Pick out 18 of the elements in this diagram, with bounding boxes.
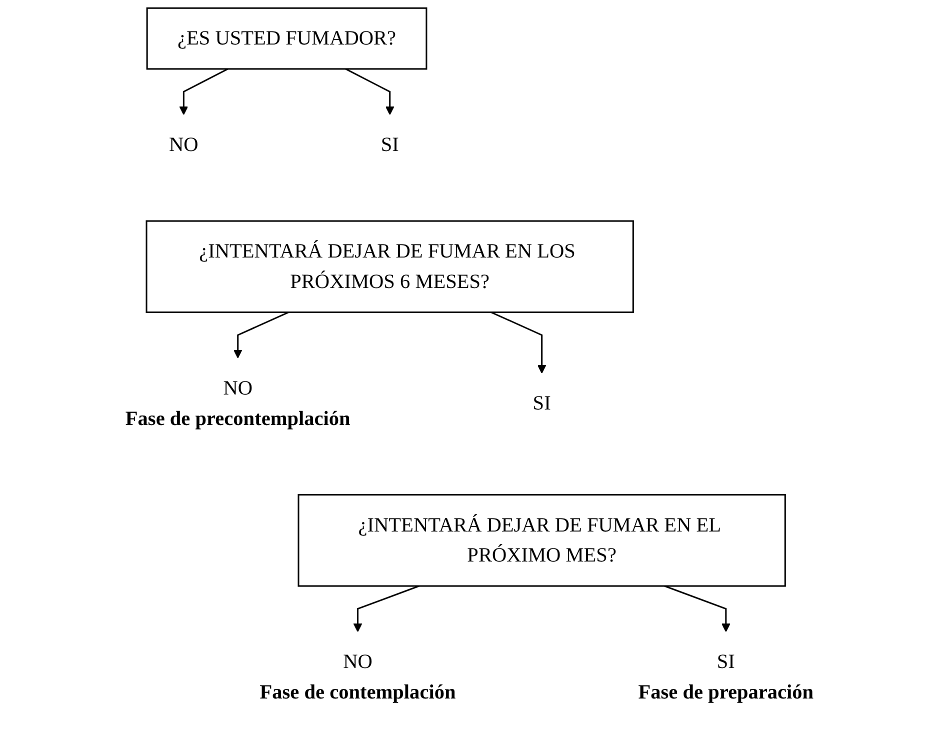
node-label: Fase de contemplación bbox=[260, 681, 456, 704]
node-box: ¿INTENTARÁ DEJAR DE FUMAR EN EL PRÓXIMO MES? bbox=[298, 494, 786, 587]
node-text: SI bbox=[532, 392, 551, 415]
node-box: ¿INTENTARÁ DEJAR DE FUMAR EN LOS PRÓXIMOS 6 MESES? bbox=[146, 220, 634, 314]
node-box: ¿ES USTED FUMADOR? bbox=[146, 7, 428, 70]
arrow bbox=[353, 585, 420, 632]
node-text: NO bbox=[223, 377, 253, 400]
arrow bbox=[345, 68, 394, 115]
arrow bbox=[233, 312, 289, 358]
arrow bbox=[490, 312, 546, 374]
node-text: NO bbox=[343, 650, 372, 674]
node-label: Fase de precontemplación bbox=[125, 408, 350, 430]
node-text: NO bbox=[169, 134, 198, 156]
arrow bbox=[664, 585, 730, 632]
node-text: SI bbox=[380, 134, 399, 156]
node-text: SI bbox=[716, 650, 735, 674]
arrow bbox=[179, 68, 228, 115]
node-label: Fase de preparación bbox=[638, 681, 814, 704]
